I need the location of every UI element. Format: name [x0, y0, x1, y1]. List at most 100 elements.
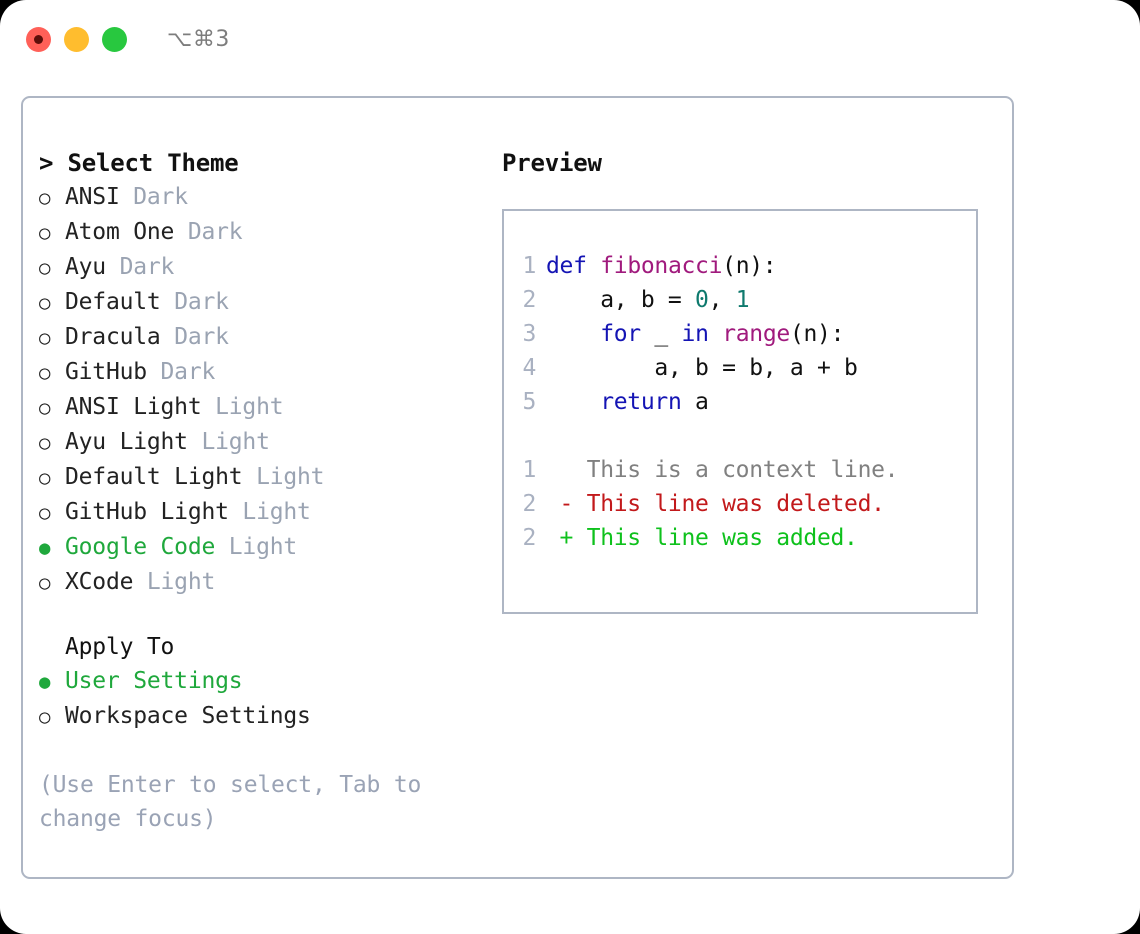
theme-option-github[interactable]: ○ GitHub Dark	[39, 355, 489, 390]
theme-option-name: GitHub	[65, 359, 161, 385]
code-token-plain: _	[640, 321, 682, 347]
theme-option-variant-tag: Light	[242, 499, 311, 525]
diff-line-ctx: 1 This is a context line.	[504, 453, 976, 487]
theme-option-variant-tag: Dark	[174, 289, 229, 315]
code-token-num: 0	[695, 287, 709, 313]
radio-unselected-icon: ○	[39, 397, 51, 419]
code-token-kw: for	[600, 321, 641, 347]
theme-option-variant-tag: Dark	[119, 254, 175, 280]
theme-option-xcode[interactable]: ○ XCode Light	[39, 565, 489, 600]
theme-option-default-light[interactable]: ○Default Light Light	[39, 460, 489, 495]
theme-option-atom-one[interactable]: ○Atom One Dark	[39, 215, 489, 250]
apply-to-marker-placeholder: ○	[39, 630, 65, 664]
code-line: 3 for _ in range(n):	[504, 317, 976, 351]
code-token-plain	[709, 321, 723, 347]
traffic-light-group	[26, 26, 127, 52]
theme-option-google-code[interactable]: ●Google Code Light	[39, 530, 489, 565]
theme-option-ayu-light[interactable]: ○Ayu Light Light	[39, 425, 489, 460]
keyboard-hint-text: (Use Enter to select, Tab to change focu…	[39, 772, 422, 832]
close-button-icon[interactable]	[26, 26, 51, 52]
radio-unselected-icon: ○	[39, 572, 51, 594]
code-token-fn: fibonacci	[600, 253, 723, 279]
theme-option-name: Google Code	[65, 534, 229, 560]
code-line: 1 def fibonacci(n):	[504, 249, 976, 283]
theme-option-dracula[interactable]: ○Dracula Dark	[39, 320, 489, 355]
theme-option-github-light[interactable]: ○GitHub Light Light	[39, 495, 489, 530]
code-token-kw: def	[546, 253, 587, 279]
radio-unselected-icon: ○	[39, 706, 51, 728]
diff-line-text: + This line was added.	[546, 525, 858, 551]
theme-option-variant-tag: Dark	[160, 359, 216, 385]
radio-unselected-icon: ○	[39, 292, 51, 314]
theme-option-list[interactable]: ○ANSI Dark○Atom One Dark○Ayu Dark○Defaul…	[39, 180, 489, 600]
window-titlebar: ⌥⌘3	[0, 0, 1140, 78]
code-token-plain: a	[681, 389, 709, 415]
radio-selected-icon: ●	[39, 671, 51, 693]
code-token-kw: return	[600, 389, 682, 415]
heading-text: Select Theme	[67, 149, 239, 177]
theme-option-variant-tag: Dark	[187, 219, 243, 245]
theme-option-ayu[interactable]: ○Ayu Dark	[39, 250, 489, 285]
code-line-text: return a	[546, 385, 709, 419]
code-line-number: 1	[522, 253, 536, 279]
radio-unselected-icon: ○	[39, 187, 51, 209]
code-line-number: 5	[522, 389, 536, 415]
theme-option-name: XCode	[65, 569, 147, 595]
code-token-punc: (n):	[722, 253, 777, 279]
theme-option-name: Default	[65, 289, 175, 315]
apply-to-option-name: Workspace Settings	[65, 703, 311, 729]
theme-option-variant-tag: Light	[201, 429, 270, 455]
code-token-kw: in	[681, 321, 709, 347]
code-line: 4 a, b = b, a + b	[504, 351, 976, 385]
spacer-above-hint	[39, 734, 489, 768]
apply-to-option-list[interactable]: ● User Settings ○ Workspace Settings	[39, 664, 489, 734]
diff-line-number: 1	[522, 457, 536, 483]
theme-option-ansi-light[interactable]: ○ ANSI Light Light	[39, 390, 489, 425]
theme-option-name: ANSI Light	[65, 394, 216, 420]
diff-line-number: 2	[522, 525, 536, 551]
code-token-plain	[546, 321, 600, 347]
theme-option-variant-tag: Light	[146, 569, 216, 595]
heading-prefix-caret: >	[39, 149, 68, 177]
zoom-button-icon[interactable]	[102, 26, 127, 52]
code-token-plain: a, b =	[546, 287, 696, 313]
apply-to-option-user-settings[interactable]: ● User Settings	[39, 664, 489, 699]
main-panel-frame: > Select Theme ○ANSI Dark○Atom One Dark○…	[21, 96, 1014, 879]
diff-line-number: 2	[522, 491, 536, 517]
theme-option-name: Ayu	[65, 254, 120, 280]
theme-option-ansi[interactable]: ○ ANSI Dark	[39, 180, 489, 215]
radio-unselected-icon: ○	[39, 467, 51, 489]
apply-to-group-label: ○ Apply To	[39, 630, 489, 664]
code-token-plain: a, b = b, a + b	[546, 355, 858, 381]
code-line-number: 4	[522, 355, 536, 381]
theme-option-default[interactable]: ○ Default Dark	[39, 285, 489, 320]
apply-to-option-workspace-settings[interactable]: ○ Workspace Settings	[39, 699, 489, 734]
code-token-num: 1	[735, 287, 750, 313]
theme-option-variant-tag: Light	[215, 394, 284, 420]
minimize-button-icon[interactable]	[64, 26, 89, 52]
theme-option-name: Ayu Light	[65, 429, 202, 455]
panel-columns: > Select Theme ○ANSI Dark○Atom One Dark○…	[23, 98, 1012, 877]
code-token-plain	[587, 253, 601, 279]
code-line-text: for _ in range(n):	[546, 317, 844, 351]
apply-to-option-name: User Settings	[65, 668, 243, 694]
code-line-text: a, b = 0, 1	[546, 283, 749, 317]
diff-line-text: This is a context line.	[546, 457, 899, 483]
code-line-text: def fibonacci(n):	[546, 249, 777, 283]
code-token-punc: (n):	[789, 321, 845, 347]
theme-option-variant-tag: Dark	[133, 184, 188, 210]
theme-option-name: ANSI	[65, 184, 134, 210]
diff-sample: 1 This is a context line.2 - This line w…	[504, 453, 976, 555]
select-theme-heading: > Select Theme	[39, 146, 489, 180]
radio-unselected-icon: ○	[39, 222, 51, 244]
theme-option-name: Dracula	[65, 324, 175, 350]
radio-unselected-icon: ○	[39, 362, 51, 384]
diff-line-del: 2 - This line was deleted.	[504, 487, 976, 521]
spacer-above-apply-to	[39, 600, 489, 630]
apply-to-label-text: Apply To	[65, 634, 175, 660]
theme-option-variant-tag: Light	[228, 534, 298, 560]
